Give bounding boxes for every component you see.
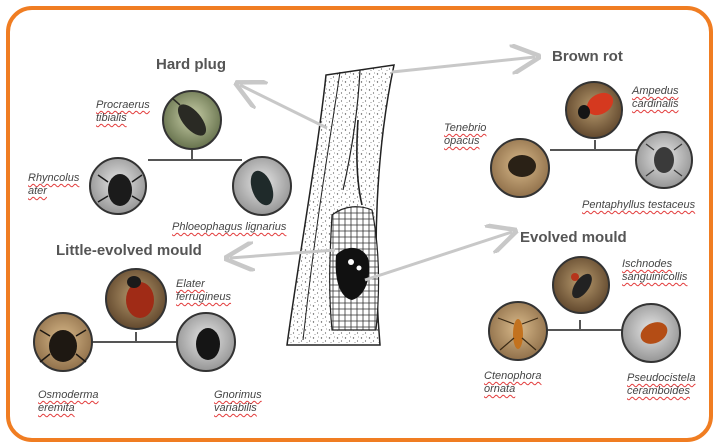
tree-trunk [287, 65, 394, 345]
photo-gnorimus-variabilis [177, 313, 235, 371]
photo-pentaphyllus-testaceus [636, 132, 692, 188]
arrow-brown-rot [392, 57, 535, 72]
arrow-hard-plug [240, 85, 327, 128]
photo-rhyncolus-ater [90, 158, 146, 214]
connector-evolved-mould [535, 320, 622, 330]
photo-tenebrio-opacus [491, 139, 549, 197]
photo-pseudocistela-ceramboides [622, 304, 680, 362]
heading-evolved-mould: Evolved mould [520, 229, 627, 246]
photo-elater-ferrugineus [106, 269, 166, 329]
photo-procraerus-tibialis [163, 91, 221, 149]
connector-brown-rot [550, 140, 640, 150]
connector-little-evolved-mould [92, 332, 178, 342]
label-phloeophagus-lignarius: Phloeophagus lignarius [172, 221, 286, 234]
photo-osmoderma-eremita [34, 313, 92, 371]
photo-ctenophora-ornata [489, 302, 547, 360]
photo-ampedus-cardinalis [566, 82, 622, 138]
connector-hard-plug [148, 150, 242, 160]
heading-hard-plug: Hard plug [156, 56, 226, 73]
heading-little-evolved-mould: Little-evolved mould [56, 242, 202, 259]
photo-ischnodes-sanguinicollis [553, 257, 609, 313]
arrow-evolved-mould [365, 232, 512, 280]
photo-phloeophagus-lignarius [233, 157, 291, 215]
label-pentaphyllus-testaceus: Pentaphyllus testaceus [582, 199, 695, 212]
heading-brown-rot: Brown rot [552, 48, 623, 65]
